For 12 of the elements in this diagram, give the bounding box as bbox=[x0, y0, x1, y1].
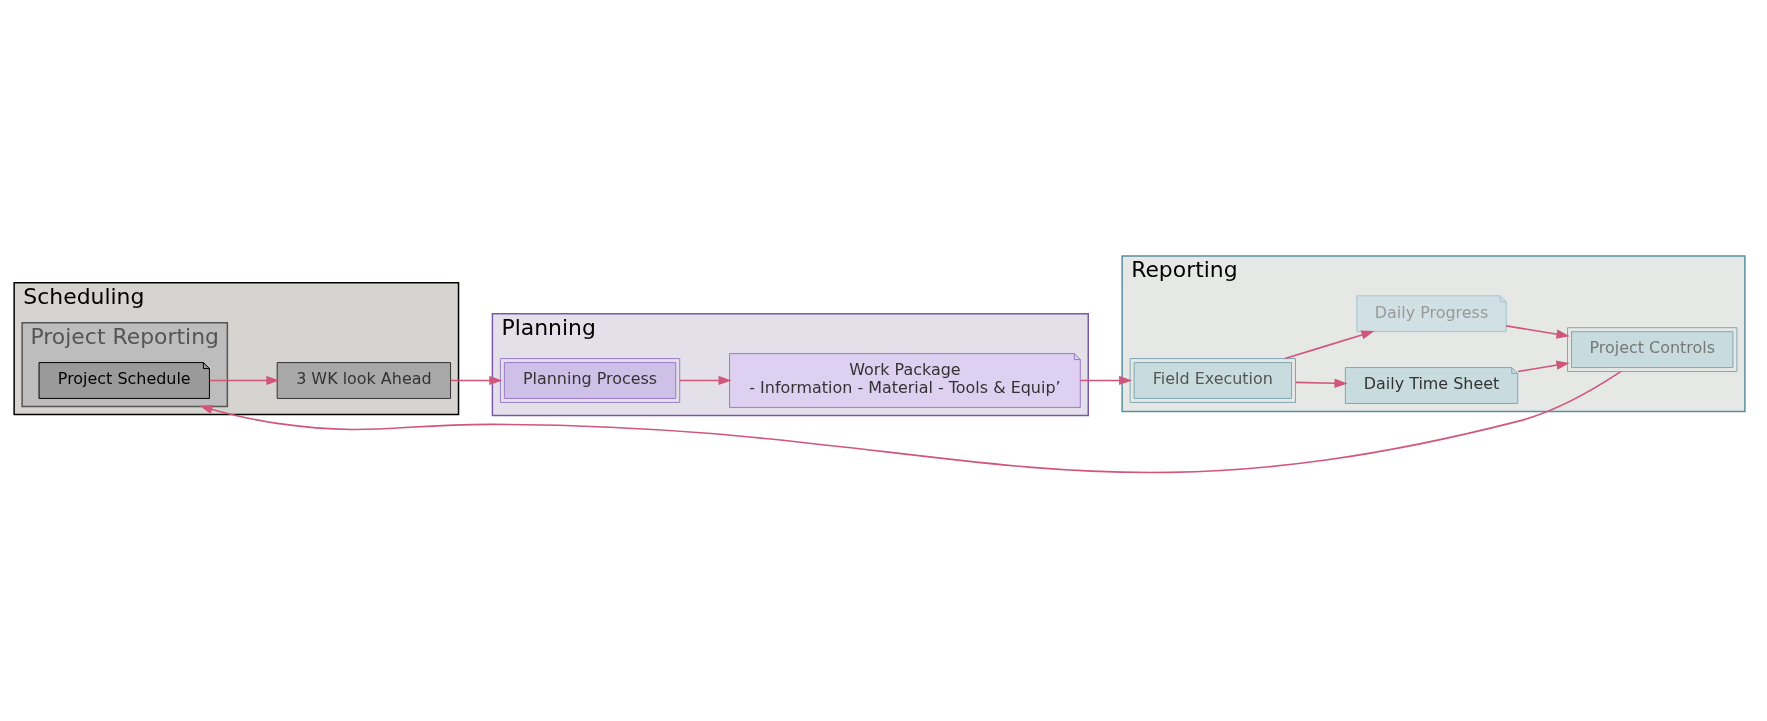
arrow bbox=[679, 375, 732, 386]
arrow bbox=[199, 370, 1622, 474]
node-box: Planning Process bbox=[499, 358, 681, 403]
arrow bbox=[1517, 360, 1570, 373]
arrow bbox=[1505, 325, 1570, 339]
arrow bbox=[1284, 330, 1375, 360]
arrow bbox=[1079, 375, 1133, 386]
arrow bbox=[449, 375, 503, 386]
node-box: Project Controls bbox=[1567, 327, 1738, 373]
arrow bbox=[208, 375, 280, 386]
arrow bbox=[1294, 378, 1348, 388]
node-box: 3 WK look Ahead bbox=[276, 362, 452, 399]
